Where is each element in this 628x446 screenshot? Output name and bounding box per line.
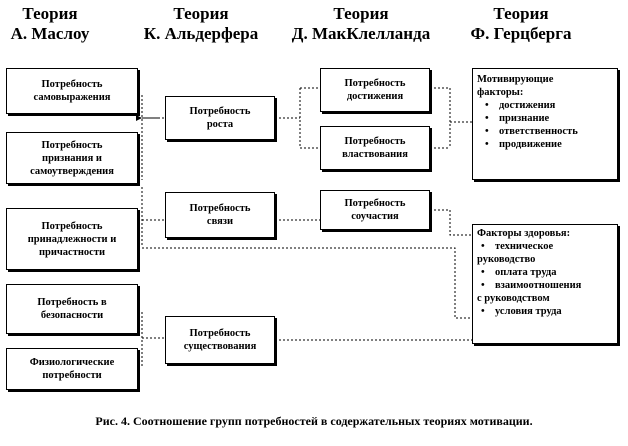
header-title: Теория	[493, 4, 549, 23]
header-title: Теория	[173, 4, 229, 23]
mcclelland-power: Потребность властвования	[320, 126, 430, 170]
box-line: соучастия	[351, 211, 399, 222]
list-item-continuation: с руководством	[477, 293, 550, 304]
figure-caption: Рис. 4. Соотношение групп потребностей в…	[95, 414, 533, 428]
mcclelland-affiliation: Потребность соучастия	[320, 190, 430, 230]
box-line: Потребность	[41, 220, 103, 232]
box-line: роста	[206, 119, 234, 130]
header-alderfer: Теория К. Альдерфера	[125, 4, 277, 44]
header-title: Теория	[22, 4, 78, 23]
alderfer-growth: Потребность роста	[165, 96, 275, 140]
header-maslow: Теория А. Маслоу	[4, 4, 96, 44]
alderfer-existence: Потребность существования	[165, 316, 275, 364]
herzberg-hygiene: Факторы здоровья: техническое руководств…	[472, 224, 618, 344]
box-line: принадлежности и	[27, 233, 117, 245]
connector-maslow-growth	[141, 95, 165, 180]
box-line: существования	[183, 341, 257, 352]
list-item: достижения	[485, 99, 613, 112]
box-line: причастности	[38, 246, 106, 258]
hygiene-title: Факторы здоровья:	[477, 228, 571, 239]
box-line: Потребность	[41, 79, 103, 90]
maslow-self-actualization: Потребность самовыражения	[6, 68, 138, 114]
box-line: безопасности	[40, 310, 104, 321]
herzberg-motivators: Мотивирующие факторы: достижения признан…	[472, 68, 618, 180]
maslow-physiological: Физиологические потребности	[6, 348, 138, 390]
list-item-text: техническое	[495, 241, 554, 252]
motivators-title: Мотивирующие	[477, 74, 554, 85]
box-line: самовыражения	[33, 92, 111, 103]
hygiene-list: условия труда	[477, 305, 613, 318]
list-item: ответственность	[485, 125, 613, 138]
connector-maslow-existence	[141, 312, 165, 368]
box-line: Потребность	[344, 78, 406, 89]
list-item: взаимоотношения	[481, 279, 613, 292]
header-author: Ф. Герцберга	[470, 24, 572, 43]
alderfer-relatedness: Потребность связи	[165, 192, 275, 238]
box-line: Физиологические	[29, 357, 115, 368]
box-line: связи	[206, 216, 234, 227]
box-line: Потребность	[189, 203, 251, 214]
box-line: Потребность	[41, 139, 103, 151]
connector-maslow-relatedness	[141, 187, 165, 245]
connector-esteem-hygiene	[142, 247, 472, 319]
list-item-continuation: руководство	[477, 254, 536, 265]
header-mcclelland: Теория Д. МакКлелланда	[285, 4, 437, 44]
header-author: А. Маслоу	[10, 24, 90, 43]
motivators-list: достижения признание ответственность про…	[477, 99, 613, 151]
motivators-title: факторы:	[477, 87, 524, 98]
maslow-safety: Потребность в безопасности	[6, 284, 138, 334]
list-item: признание	[485, 112, 613, 125]
box-line: Потребность	[189, 328, 251, 339]
box-line: властвования	[342, 149, 408, 160]
box-line: самоутверждения	[30, 165, 114, 177]
header-author: Д. МакКлелланда	[291, 24, 431, 43]
maslow-esteem: Потребность признания и самоутверждения	[6, 132, 138, 184]
header-title: Теория	[333, 4, 389, 23]
box-line: Потребность	[189, 106, 251, 117]
maslow-belonging: Потребность принадлежности и причастност…	[6, 208, 138, 270]
box-line: признания и	[42, 152, 102, 164]
list-item: продвижение	[485, 138, 613, 151]
box-line: Потребность	[344, 136, 406, 147]
header-herzberg: Теория Ф. Герцберга	[450, 4, 592, 44]
connector-affiliation-hygiene	[430, 209, 472, 236]
hygiene-list: техническое	[477, 240, 613, 253]
list-item: оплата труда	[481, 266, 613, 279]
connector-mcclelland-motivators	[430, 87, 472, 149]
box-line: Потребность в	[37, 297, 107, 308]
mcclelland-achievement: Потребность достижения	[320, 68, 430, 112]
list-item: условия труда	[481, 305, 613, 318]
box-line: Потребность	[344, 198, 406, 209]
connector-growth-mcclelland	[275, 87, 320, 149]
hygiene-list: оплата труда взаимоотношения	[477, 266, 613, 292]
list-item: техническое	[481, 240, 613, 253]
box-line: достижения	[346, 91, 404, 102]
header-author: К. Альдерфера	[143, 24, 259, 43]
box-line: потребности	[42, 370, 102, 381]
